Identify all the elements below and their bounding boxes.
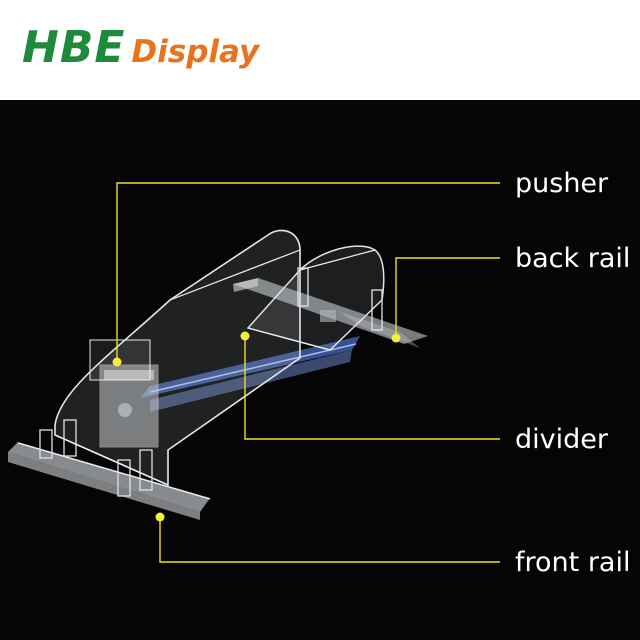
back-rail-marker-dot bbox=[391, 333, 401, 343]
front-rail-leader-line bbox=[159, 518, 500, 563]
front-rail-marker-dot bbox=[155, 512, 165, 522]
back-rail-label: back rail bbox=[515, 243, 631, 274]
pusher-leader-line bbox=[116, 182, 500, 362]
back-rail-leader-line bbox=[395, 257, 500, 338]
leader-lines bbox=[116, 182, 500, 563]
pusher-marker-dot bbox=[112, 357, 122, 367]
pusher-label: pusher bbox=[515, 168, 609, 199]
shelf-pusher-illustration bbox=[8, 182, 500, 563]
back-rail-clips bbox=[297, 267, 383, 331]
divider-label: divider bbox=[515, 424, 608, 455]
product-photo: pusher back rail divider front rail bbox=[0, 100, 640, 640]
divider-leader-line bbox=[244, 338, 500, 440]
front-rail-label: front rail bbox=[515, 547, 631, 578]
brand-logo-main: HBE bbox=[22, 22, 126, 73]
front-rail-shape bbox=[8, 419, 211, 520]
track-shape bbox=[140, 336, 360, 412]
brand-logo-sub: Display bbox=[131, 34, 260, 70]
divider-marker-dot bbox=[240, 331, 250, 341]
pusher-shape bbox=[54, 229, 301, 487]
divider-shape bbox=[246, 245, 385, 351]
